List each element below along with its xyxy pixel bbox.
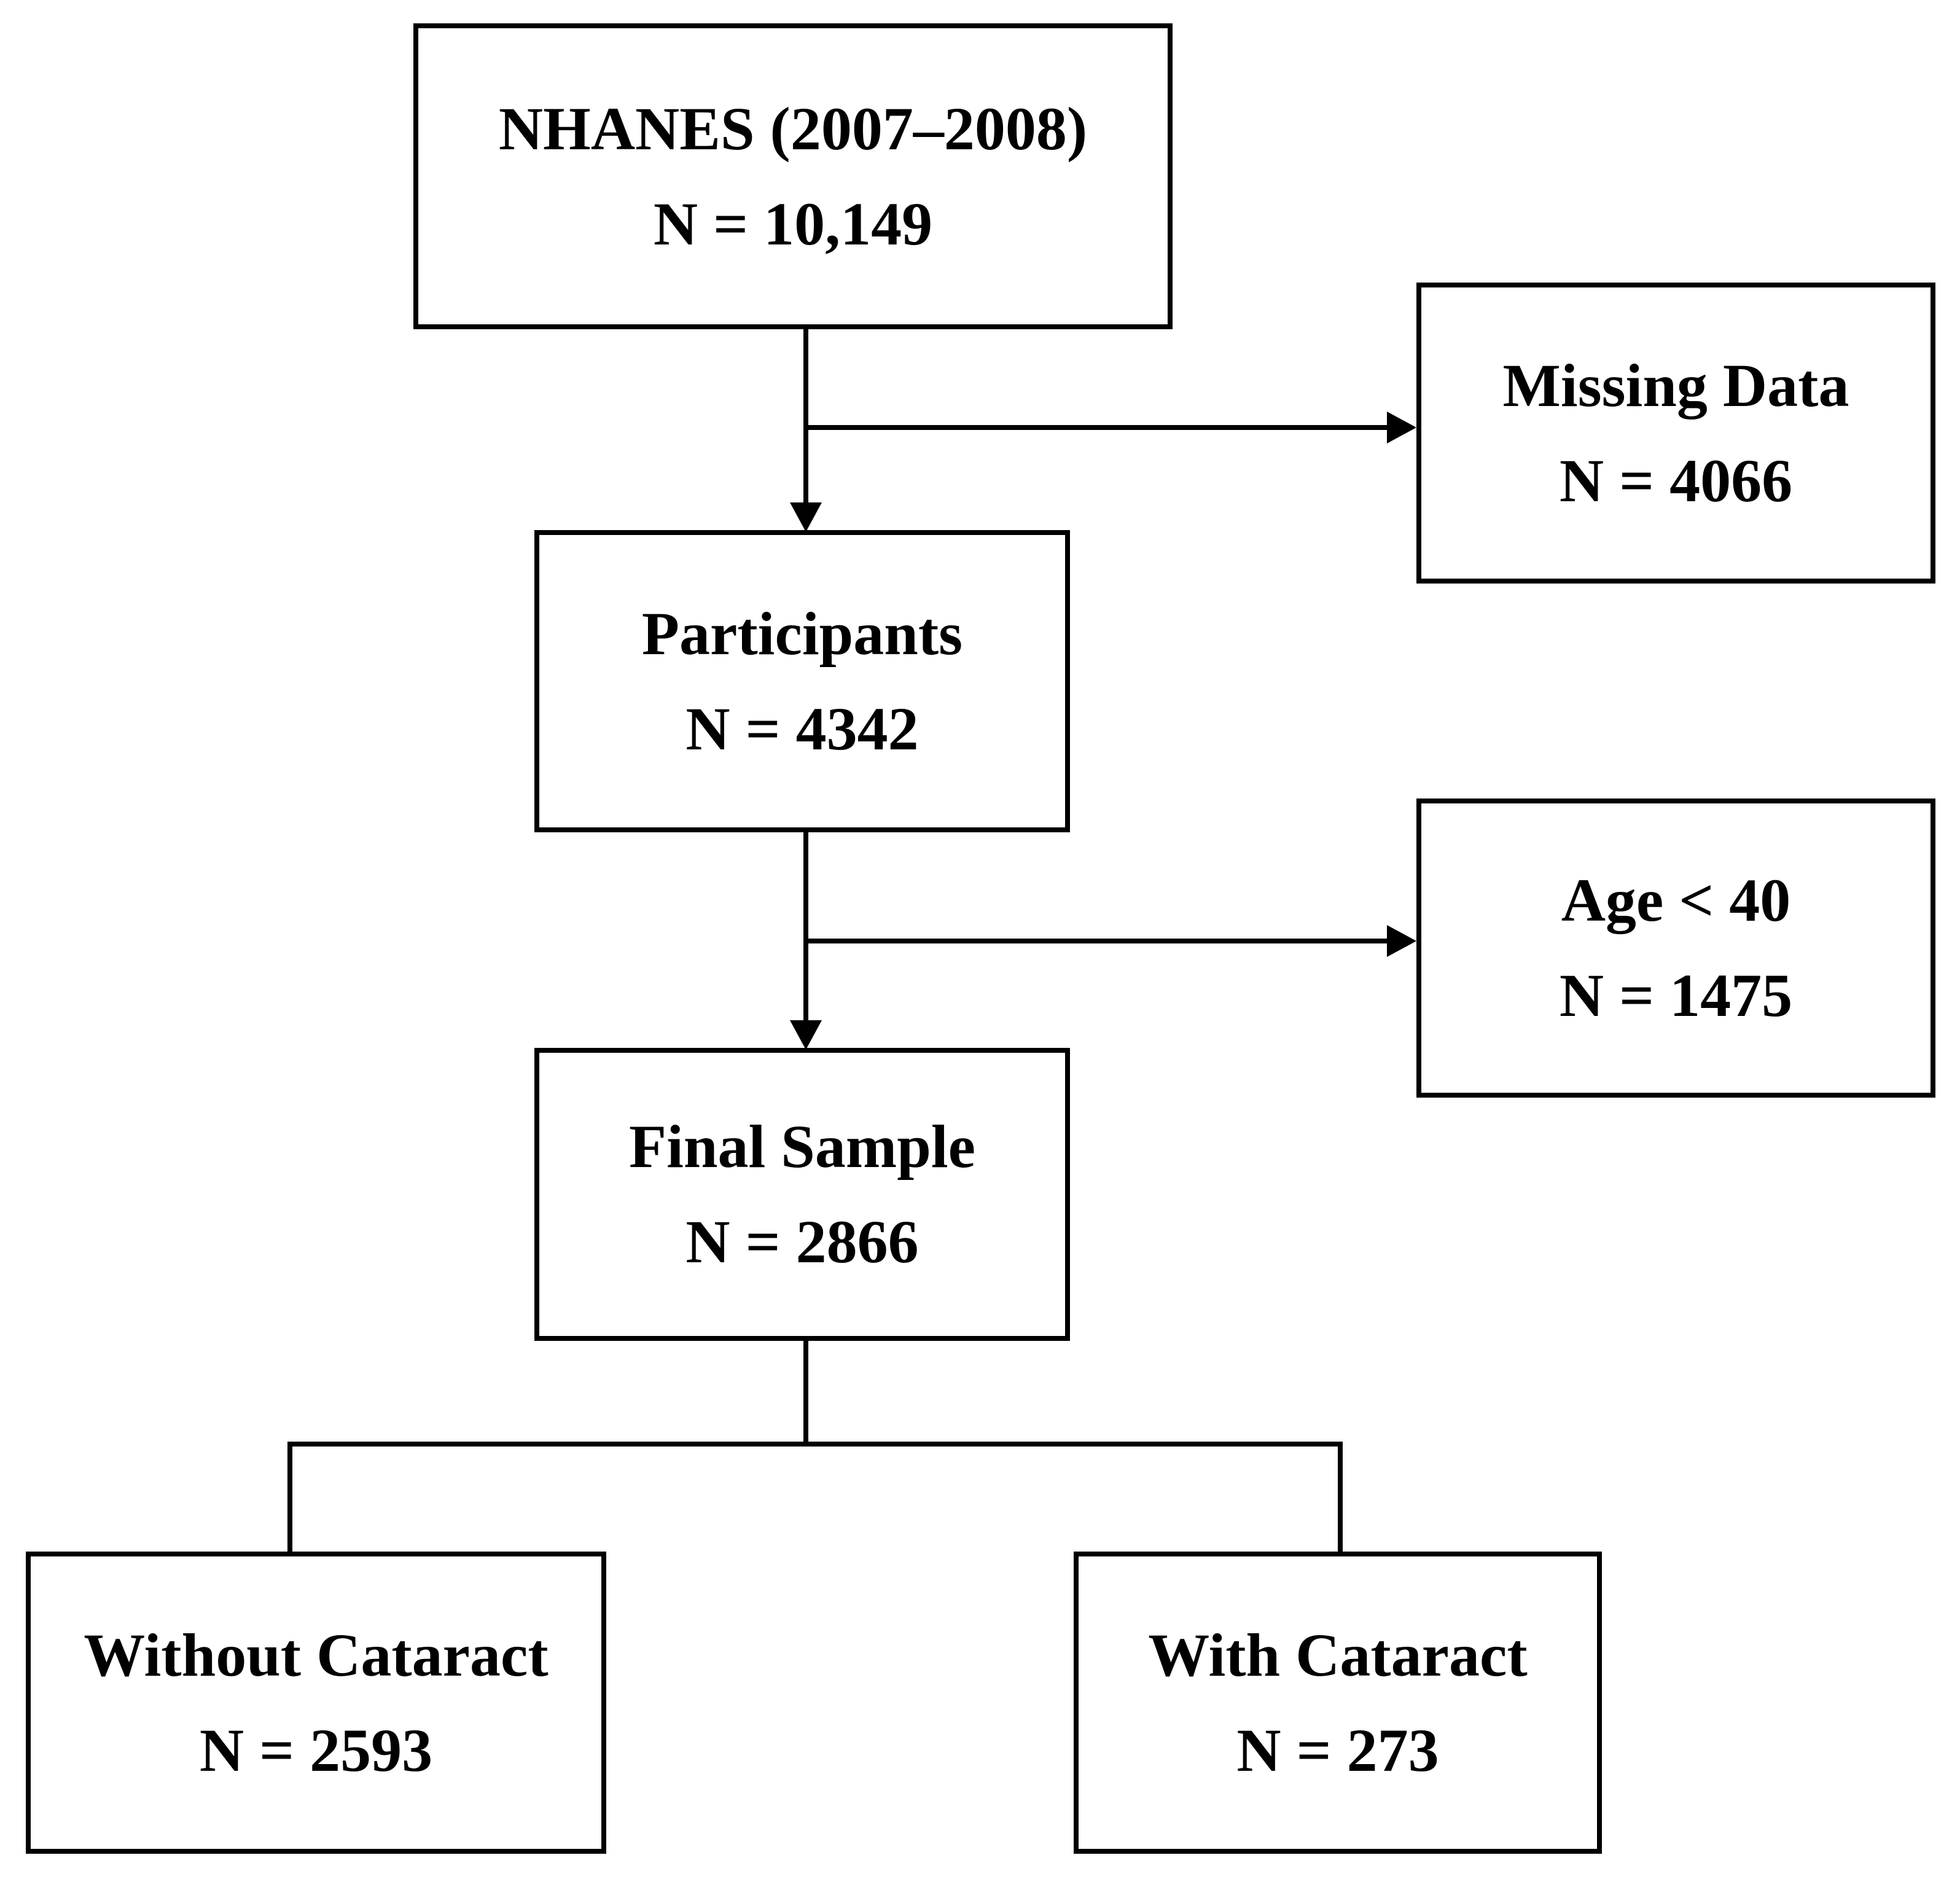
box-final-sample: Final Sample N = 2866: [534, 1048, 1070, 1341]
box-nhanes-label: NHANES (2007–2008): [498, 94, 1088, 163]
box-age-under-40-label: Age < 40: [1561, 866, 1791, 934]
arrowhead-right-missing-data-icon: [1387, 412, 1416, 443]
box-nhanes: NHANES (2007–2008) N = 10,149: [413, 23, 1173, 329]
arrowhead-down-final-sample-icon: [790, 1020, 822, 1050]
box-with-cataract-count: N = 273: [1236, 1716, 1439, 1784]
box-missing-data-count: N = 4066: [1559, 446, 1793, 515]
box-age-under-40-count: N = 1475: [1559, 961, 1793, 1029]
box-without-cataract-label: Without Cataract: [84, 1620, 549, 1689]
arrowhead-right-age-under-40-icon: [1387, 925, 1416, 957]
box-final-sample-label: Final Sample: [629, 1112, 975, 1181]
box-participants-label: Participants: [641, 599, 963, 668]
box-participants: Participants N = 4342: [534, 530, 1070, 832]
box-with-cataract-label: With Cataract: [1148, 1620, 1528, 1689]
box-age-under-40: Age < 40 N = 1475: [1416, 799, 1935, 1098]
box-missing-data: Missing Data N = 4066: [1416, 283, 1935, 584]
box-with-cataract: With Cataract N = 273: [1074, 1552, 1602, 1854]
box-missing-data-label: Missing Data: [1502, 351, 1849, 420]
box-nhanes-count: N = 10,149: [653, 189, 933, 258]
box-without-cataract: Without Cataract N = 2593: [26, 1552, 606, 1854]
box-participants-count: N = 4342: [685, 694, 919, 763]
arrowhead-down-participants-icon: [790, 502, 822, 532]
box-without-cataract-count: N = 2593: [199, 1716, 433, 1784]
box-final-sample-count: N = 2866: [685, 1208, 919, 1276]
